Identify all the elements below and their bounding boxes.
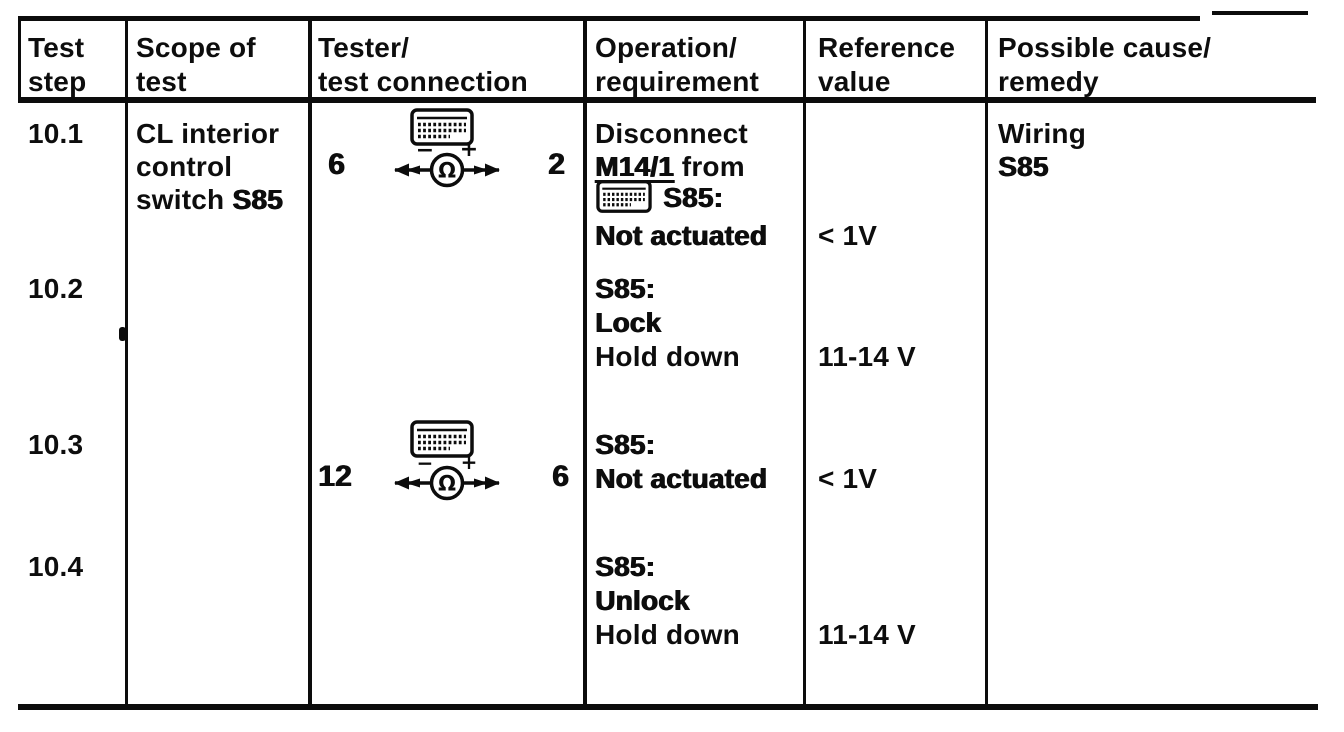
header-line: Tester/	[318, 32, 410, 63]
component-code: S85:	[663, 182, 723, 213]
header-line: Test	[28, 32, 85, 63]
row-10-3-step: 10.3	[28, 429, 84, 460]
component-code: S85	[998, 151, 1049, 182]
top-border-scan-dash	[1212, 11, 1308, 15]
row-10-1-scope: CL interior control switch S85	[136, 117, 283, 216]
tester-left-pin: 6	[328, 148, 345, 181]
scope-line: control	[136, 151, 233, 182]
component-code: S85:	[595, 429, 655, 460]
header-separator-rule	[18, 97, 1316, 103]
operation-line: Hold down	[595, 341, 740, 372]
header-cell-test-step: Test step	[28, 31, 86, 99]
divider-reference-cause	[985, 16, 988, 710]
divider-step-scope	[125, 16, 128, 710]
scope-line: switch S85	[136, 184, 283, 215]
component-code: S85:	[595, 273, 655, 304]
tester-left-pin: 12	[318, 460, 352, 493]
operation-line: Disconnect	[595, 118, 748, 149]
scope-line: CL interior	[136, 118, 280, 149]
ohmmeter-icon: Ω − +	[394, 455, 500, 501]
ink-speck	[119, 327, 126, 341]
operation-line: Hold down	[595, 619, 740, 650]
connector-icon	[596, 180, 652, 213]
divider-operation-reference	[803, 16, 806, 710]
header-cell-tester: Tester/ test connection	[318, 31, 528, 99]
row-10-3-reference-value: < 1V	[818, 463, 878, 494]
header-line: remedy	[998, 66, 1099, 97]
ohmmeter-icon: Ω − +	[394, 142, 500, 188]
table-top-border	[18, 16, 1200, 21]
row-10-1-operation-line4: Not actuated	[595, 220, 767, 251]
row-10-1-cause: Wiring S85	[998, 117, 1086, 183]
tester-right-pin: 2	[548, 148, 565, 181]
component-code: S85:	[595, 551, 655, 582]
component-code: S85	[232, 184, 283, 215]
header-line: value	[818, 66, 891, 97]
operation-line: Unlock	[595, 585, 690, 616]
divider-tester-operation	[583, 16, 587, 710]
header-line: test	[136, 66, 187, 97]
header-cell-scope: Scope of test	[136, 31, 256, 99]
row-10-4-operation: S85: Unlock Hold down	[595, 550, 740, 652]
header-line: step	[28, 66, 87, 97]
header-cell-reference: Reference value	[818, 31, 955, 99]
row-10-1-operation: Disconnect M14/1 from	[595, 117, 748, 183]
minus-sign: −	[417, 455, 434, 475]
row-10-1-operation-line3: S85:	[595, 180, 723, 214]
minus-sign: −	[416, 142, 434, 163]
operation-line: Not actuated	[595, 463, 767, 494]
ohm-symbol: Ω	[438, 159, 456, 183]
row-10-2-operation: S85: Lock Hold down	[595, 272, 740, 374]
row-10-2-step: 10.2	[28, 273, 84, 304]
header-cell-cause: Possible cause/ remedy	[998, 31, 1211, 99]
header-line: Possible cause/	[998, 32, 1212, 63]
table-bottom-border	[18, 704, 1318, 710]
header-line: Operation/	[595, 32, 738, 63]
row-10-4-reference-value: 11-14 V	[818, 619, 916, 650]
left-header-border	[18, 16, 21, 102]
row-10-1-step: 10.1	[28, 118, 84, 149]
connector-icon	[410, 420, 474, 458]
operation-line: Lock	[595, 307, 662, 338]
plus-sign: +	[461, 455, 478, 474]
component-code: M14/1	[595, 151, 674, 182]
connector-icon	[410, 108, 474, 146]
row-10-3-operation: S85: Not actuated	[595, 428, 767, 496]
header-line: requirement	[595, 66, 760, 97]
tester-right-pin: 6	[552, 460, 569, 493]
divider-scope-tester	[308, 16, 312, 710]
row-10-1-reference-value: < 1V	[818, 220, 878, 251]
row-10-4-step: 10.4	[28, 551, 84, 582]
plus-sign: +	[460, 142, 478, 162]
cause-line: Wiring	[998, 118, 1087, 149]
ohm-symbol: Ω	[438, 472, 456, 496]
header-cell-operation: Operation/ requirement	[595, 31, 759, 99]
header-line: test connection	[318, 66, 528, 97]
row-10-2-reference-value: 11-14 V	[818, 341, 916, 372]
header-line: Scope of	[136, 32, 256, 63]
header-line: Reference	[818, 32, 956, 63]
operation-line: M14/1 from	[595, 151, 745, 182]
